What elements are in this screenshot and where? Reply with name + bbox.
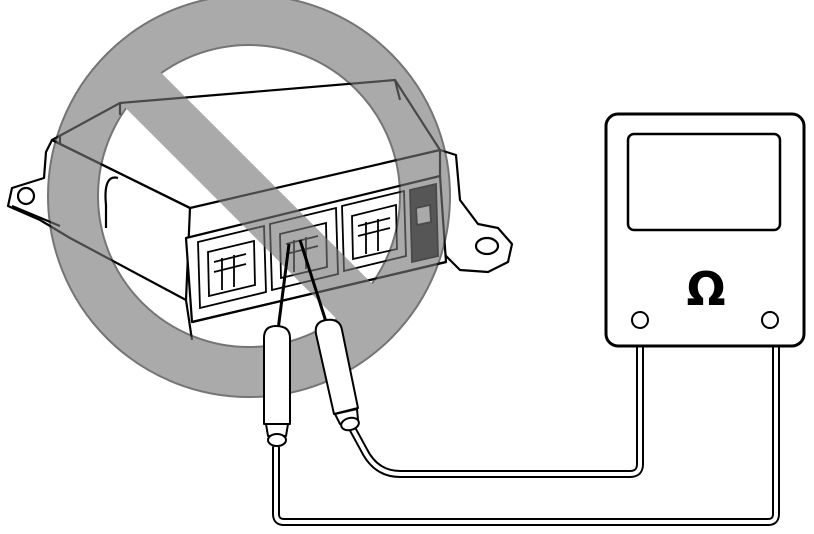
meter-unit-symbol: Ω [686,262,725,316]
meter-display [626,132,782,232]
left-test-probe [263,243,291,447]
prohibition-ring [48,0,450,397]
connector-socket-1 [197,224,267,310]
prohibition-ring-outline-inner [97,44,401,348]
prohibition-icon [47,0,451,398]
prohibition-ring-outline-outer [47,0,451,398]
right-mount-hole [474,236,500,256]
test-probes [263,239,360,447]
prohibition-slash [106,53,392,339]
left-mount-hole [16,186,36,206]
probe-wires [272,340,780,526]
ohmmeter-icon: Ω [604,112,806,348]
right-probe-wire [348,340,644,478]
right-test-probe [298,239,360,432]
meter-terminal-left [631,311,649,329]
meter-terminal-right [761,311,779,329]
right-mount-flange [438,148,514,274]
module-hook [104,176,119,228]
